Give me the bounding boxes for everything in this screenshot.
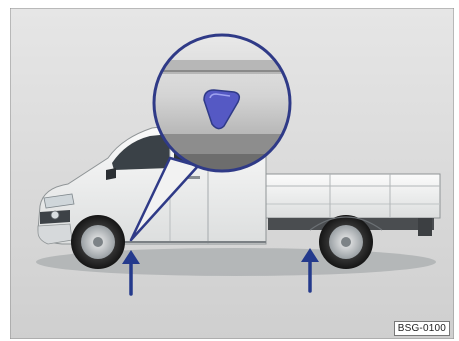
figure-id-label: BSG-0100 [394, 321, 450, 336]
figure-illustration [10, 8, 454, 339]
cargo-bed [266, 174, 440, 218]
figure-jacking-points: BSG-0100 [10, 8, 454, 339]
